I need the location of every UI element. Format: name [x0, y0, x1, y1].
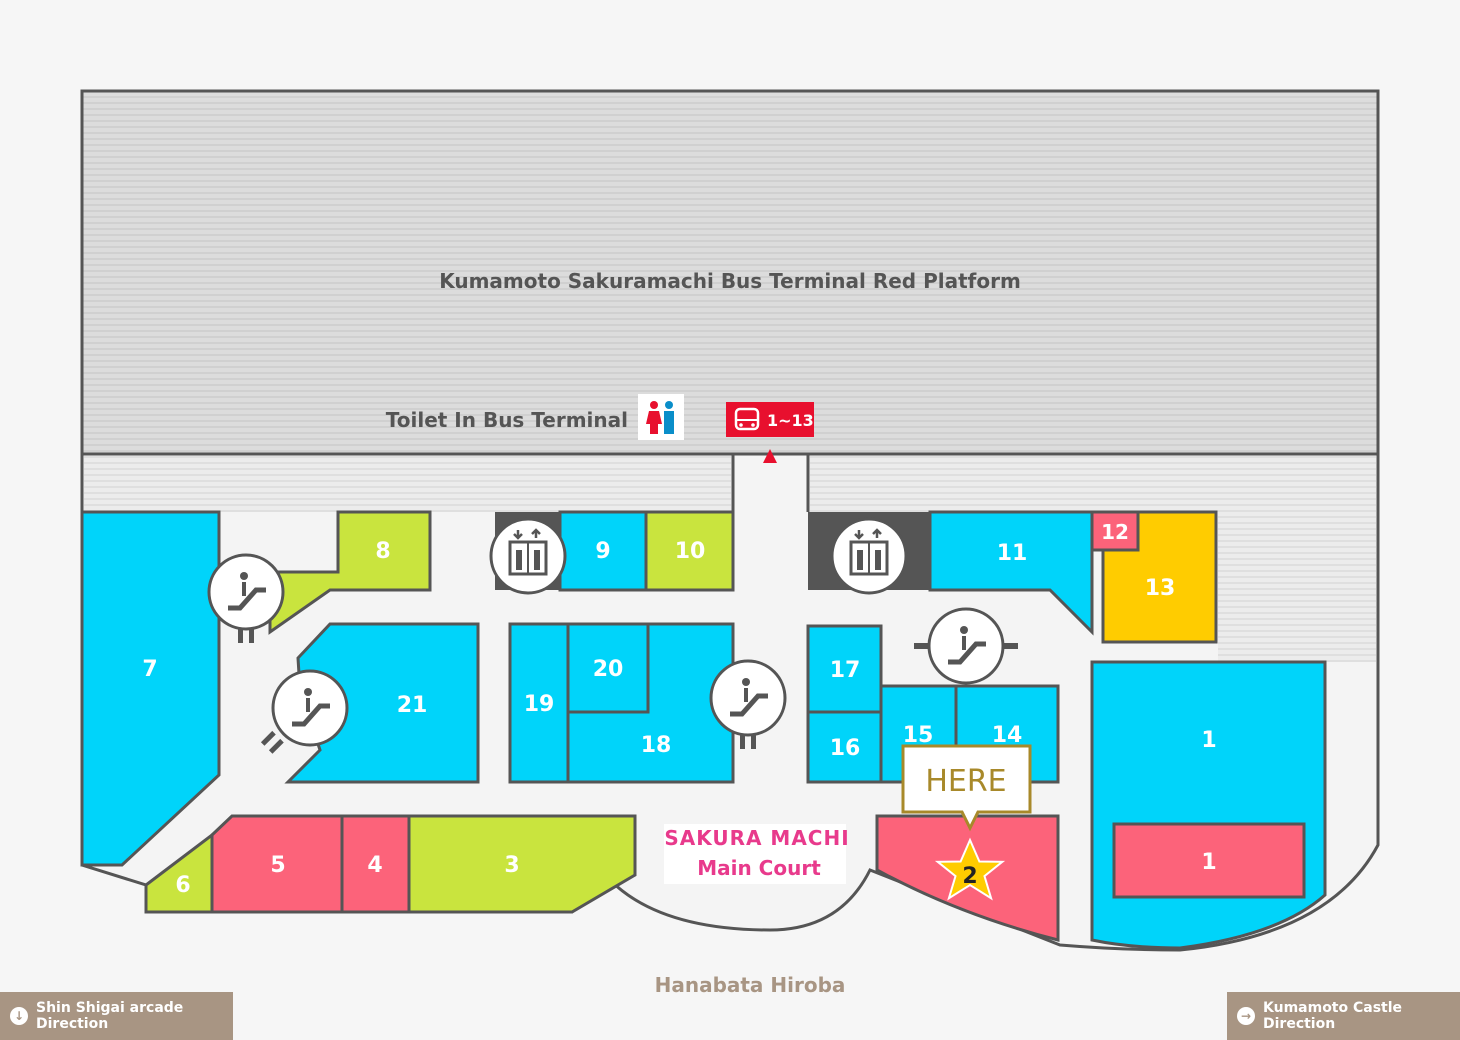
kumamoto-castle-direction-button[interactable]: → Kumamoto Castle Direction	[1227, 992, 1460, 1040]
unit-number-19: 19	[524, 692, 555, 717]
hatched-zone-right	[810, 456, 1376, 512]
unit-number-16: 16	[830, 736, 861, 761]
unit-number-12: 12	[1101, 520, 1129, 544]
escalator-icon	[207, 553, 285, 643]
unit-number-3: 3	[504, 853, 519, 878]
unit-number-8: 8	[375, 539, 390, 564]
unit-number-6: 6	[175, 873, 190, 898]
shop-10[interactable]	[644, 510, 735, 592]
you-are-here-marker: HERE 2	[901, 744, 1032, 901]
unit-number-10: 10	[675, 539, 706, 564]
bus-icon	[734, 407, 760, 431]
bus-terminal-platform	[80, 89, 1380, 456]
unit-number-11: 11	[997, 541, 1028, 566]
star-icon	[934, 837, 1006, 901]
bus-stop-label: 1~13	[767, 411, 814, 430]
unit-number-15: 15	[903, 723, 934, 748]
arrow-down-icon: ↓	[10, 1007, 28, 1025]
shop-1-large[interactable]	[1090, 660, 1327, 950]
escalator-icon	[709, 659, 787, 749]
unit-number-18: 18	[641, 733, 672, 758]
restroom-icon	[638, 394, 684, 440]
escalator-icon	[260, 669, 349, 754]
unit-number-9: 9	[595, 539, 610, 564]
shin-shigai-direction-button[interactable]: ↓ Shin Shigai arcade Direction	[0, 992, 233, 1040]
bus-stop-badge[interactable]: 1~13	[726, 402, 814, 437]
hatched-zone-left	[84, 456, 731, 512]
shop-13[interactable]	[1101, 510, 1218, 644]
shop-19[interactable]	[508, 622, 570, 784]
shop-7[interactable]	[80, 510, 221, 867]
unit-number-1-inner: 1	[1201, 850, 1216, 875]
shop-18[interactable]	[566, 622, 735, 784]
shin-shigai-direction-label: Shin Shigai arcade Direction	[36, 1000, 184, 1032]
elevator-icon	[830, 517, 908, 595]
shop-11[interactable]	[928, 510, 1094, 636]
unit-number-14: 14	[992, 723, 1023, 748]
unit-number-21: 21	[397, 693, 428, 718]
plaza-label: Hanabata Hiroba	[655, 973, 846, 997]
shop-16[interactable]	[806, 710, 883, 784]
main-court-subtitle: Main Court	[697, 856, 821, 880]
bus-terminal-platform-label: Kumamoto Sakuramachi Bus Terminal Red Pl…	[439, 269, 1021, 293]
shop-3[interactable]	[407, 814, 637, 914]
escalator-icon	[914, 607, 1018, 685]
shop-8[interactable]	[268, 510, 432, 635]
shop-21[interactable]	[284, 622, 480, 784]
here-star-number: 2	[962, 864, 977, 889]
unit-number-20: 20	[593, 657, 624, 682]
arrow-right-icon: →	[1237, 1007, 1255, 1025]
elevator-icon	[489, 517, 567, 595]
shop-4[interactable]	[340, 814, 411, 914]
main-court-area	[664, 824, 846, 884]
toilet-label: Toilet In Bus Terminal	[386, 408, 628, 432]
hatched-zone-far-right	[1218, 512, 1376, 662]
kumamoto-castle-direction-label: Kumamoto Castle Direction	[1263, 1000, 1403, 1032]
unit-number-5: 5	[270, 853, 285, 878]
main-court-title: SAKURA MACHI	[664, 826, 849, 850]
here-label: HERE	[925, 764, 1006, 799]
unit-number-1-large: 1	[1201, 728, 1216, 753]
unit-number-13: 13	[1145, 576, 1176, 601]
shop-1-inner[interactable]	[1112, 822, 1306, 899]
shop-17[interactable]	[806, 624, 883, 714]
walkway-divider	[731, 454, 810, 512]
direction-triangle-icon	[763, 449, 777, 463]
unit-number-7: 7	[142, 657, 157, 682]
unit-number-4: 4	[367, 853, 382, 878]
unit-number-17: 17	[830, 658, 861, 683]
